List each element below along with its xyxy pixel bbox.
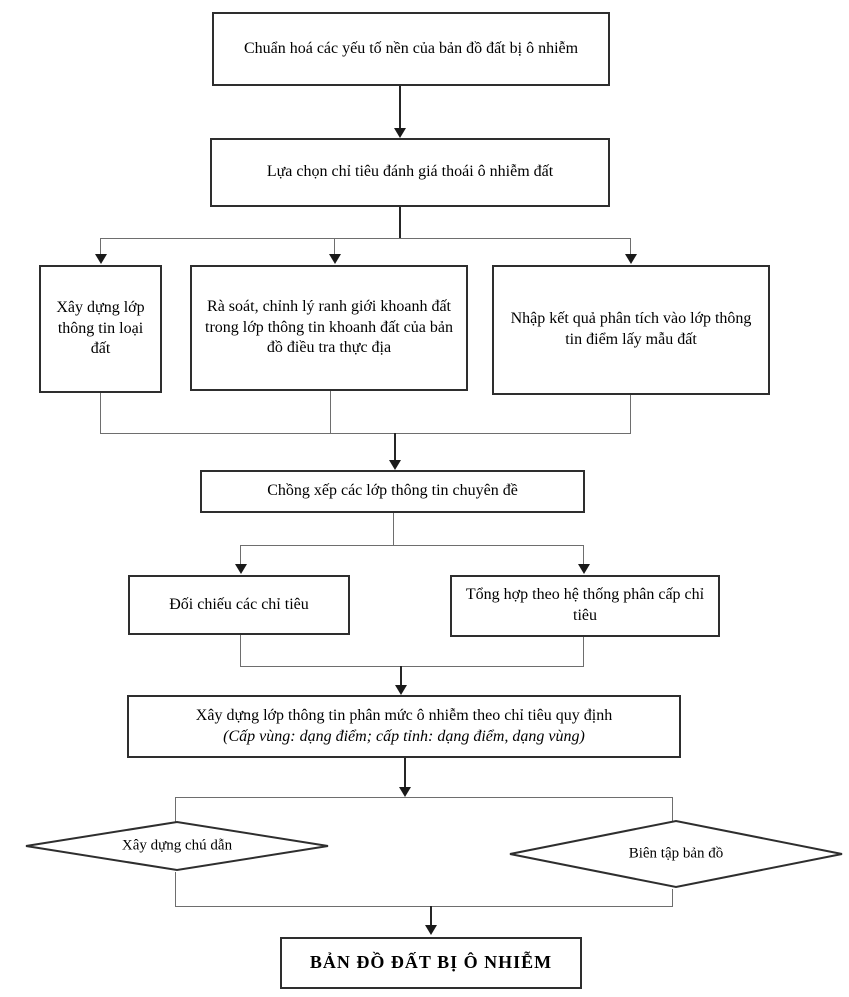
node-branch-left-label: Xây dựng lớp thông tin loại đất [56,298,145,358]
arrowhead-step2 [394,128,406,138]
drop-aggregate [583,545,584,564]
arrowhead-branch-left [95,254,107,264]
node-overlay: Chồng xếp các lớp thông tin chuyên đề [200,470,585,513]
arrowhead-classify [395,685,407,695]
node-final-label: BẢN ĐỒ ĐẤT BỊ Ô NHIỄM [309,952,553,973]
node-classify: Xây dựng lớp thông tin phân mức ô nhiễm … [127,695,681,758]
merge-compare-vline [240,635,241,666]
drop-branch-left [100,238,101,254]
diamond-legend-label: Xây dựng chú dẫn [121,837,233,854]
merge-right-vline [630,395,631,433]
drop-branch-right [630,238,631,254]
node-compare: Đối chiếu các chỉ tiêu [128,575,350,635]
merge-middle-vline [330,391,331,433]
node-aggregate-label: Tổng hợp theo hệ thống phân cấp chỉ tiêu [465,586,705,624]
arrowhead-branch-middle [329,254,341,264]
connector-merge-classify [400,666,402,686]
node-classify-label: Xây dựng lớp thông tin phân mức ô nhiễm … [195,706,613,724]
arrowhead-final [425,925,437,935]
merge-branches-hline [100,433,631,434]
drop-legend-diamond [175,797,176,822]
node-step2-label: Lựa chọn chỉ tiêu đánh giá thoái ô nhiễm… [266,163,554,181]
merge-diamonds-hline [175,906,673,907]
node-aggregate: Tổng hợp theo hệ thống phân cấp chỉ tiêu [450,575,720,637]
connector-merge-overlay [394,433,396,461]
diamond-edit-shape [509,819,843,889]
node-compare-label: Đối chiếu các chỉ tiêu [169,595,309,613]
connector-step2-split [399,207,401,238]
diamond-legend-shape [25,820,329,872]
diamond-legend: Xây dựng chú dẫn [24,820,330,872]
merge-aggregate-vline [583,637,584,666]
node-branch-right: Nhập kết quả phân tích vào lớp thông tin… [492,265,770,395]
arrowhead-branch-right [625,254,637,264]
drop-compare [240,545,241,564]
node-step1: Chuẩn hoá các yếu tố nền của bản đồ đất … [212,12,610,86]
diamond-edit-label: Biên tập bản đồ [628,845,724,862]
connector-overlay-split [393,513,394,545]
arrowhead-overlay [389,460,401,470]
node-branch-middle-label: Rà soát, chỉnh lý ranh giới khoanh đất t… [205,297,453,357]
split-branches-hline [100,238,631,239]
split-mid-hline [240,545,584,546]
arrowhead-compare [235,564,247,574]
connector-step1-step2 [399,86,401,129]
merge-edit-vline [672,889,673,906]
node-overlay-label: Chồng xếp các lớp thông tin chuyên đề [267,482,518,500]
connector-classify-diamonds [404,758,406,788]
diamond-edit: Biên tập bản đồ [508,818,844,890]
merge-mid-hline [240,666,584,667]
node-final: BẢN ĐỒ ĐẤT BỊ Ô NHIỄM [280,937,582,989]
merge-left-vline [100,393,101,433]
drop-edit-diamond [672,797,673,822]
drop-branch-middle [334,238,335,254]
diamond-top-hline [175,797,673,798]
node-branch-left: Xây dựng lớp thông tin loại đất [39,265,162,393]
node-branch-middle: Rà soát, chỉnh lý ranh giới khoanh đất t… [190,265,468,391]
arrowhead-aggregate [578,564,590,574]
node-step2: Lựa chọn chỉ tiêu đánh giá thoái ô nhiễm… [210,138,610,207]
node-branch-right-label: Nhập kết quả phân tích vào lớp thông tin… [510,310,752,348]
node-step1-label: Chuẩn hoá các yếu tố nền của bản đồ đất … [243,39,579,57]
arrowhead-diamond-bar [399,787,411,797]
node-classify-note: (Cấp vùng: dạng điểm; cấp tỉnh: dạng điể… [223,727,585,745]
merge-legend-vline [175,872,176,906]
connector-merge-final [430,906,432,926]
